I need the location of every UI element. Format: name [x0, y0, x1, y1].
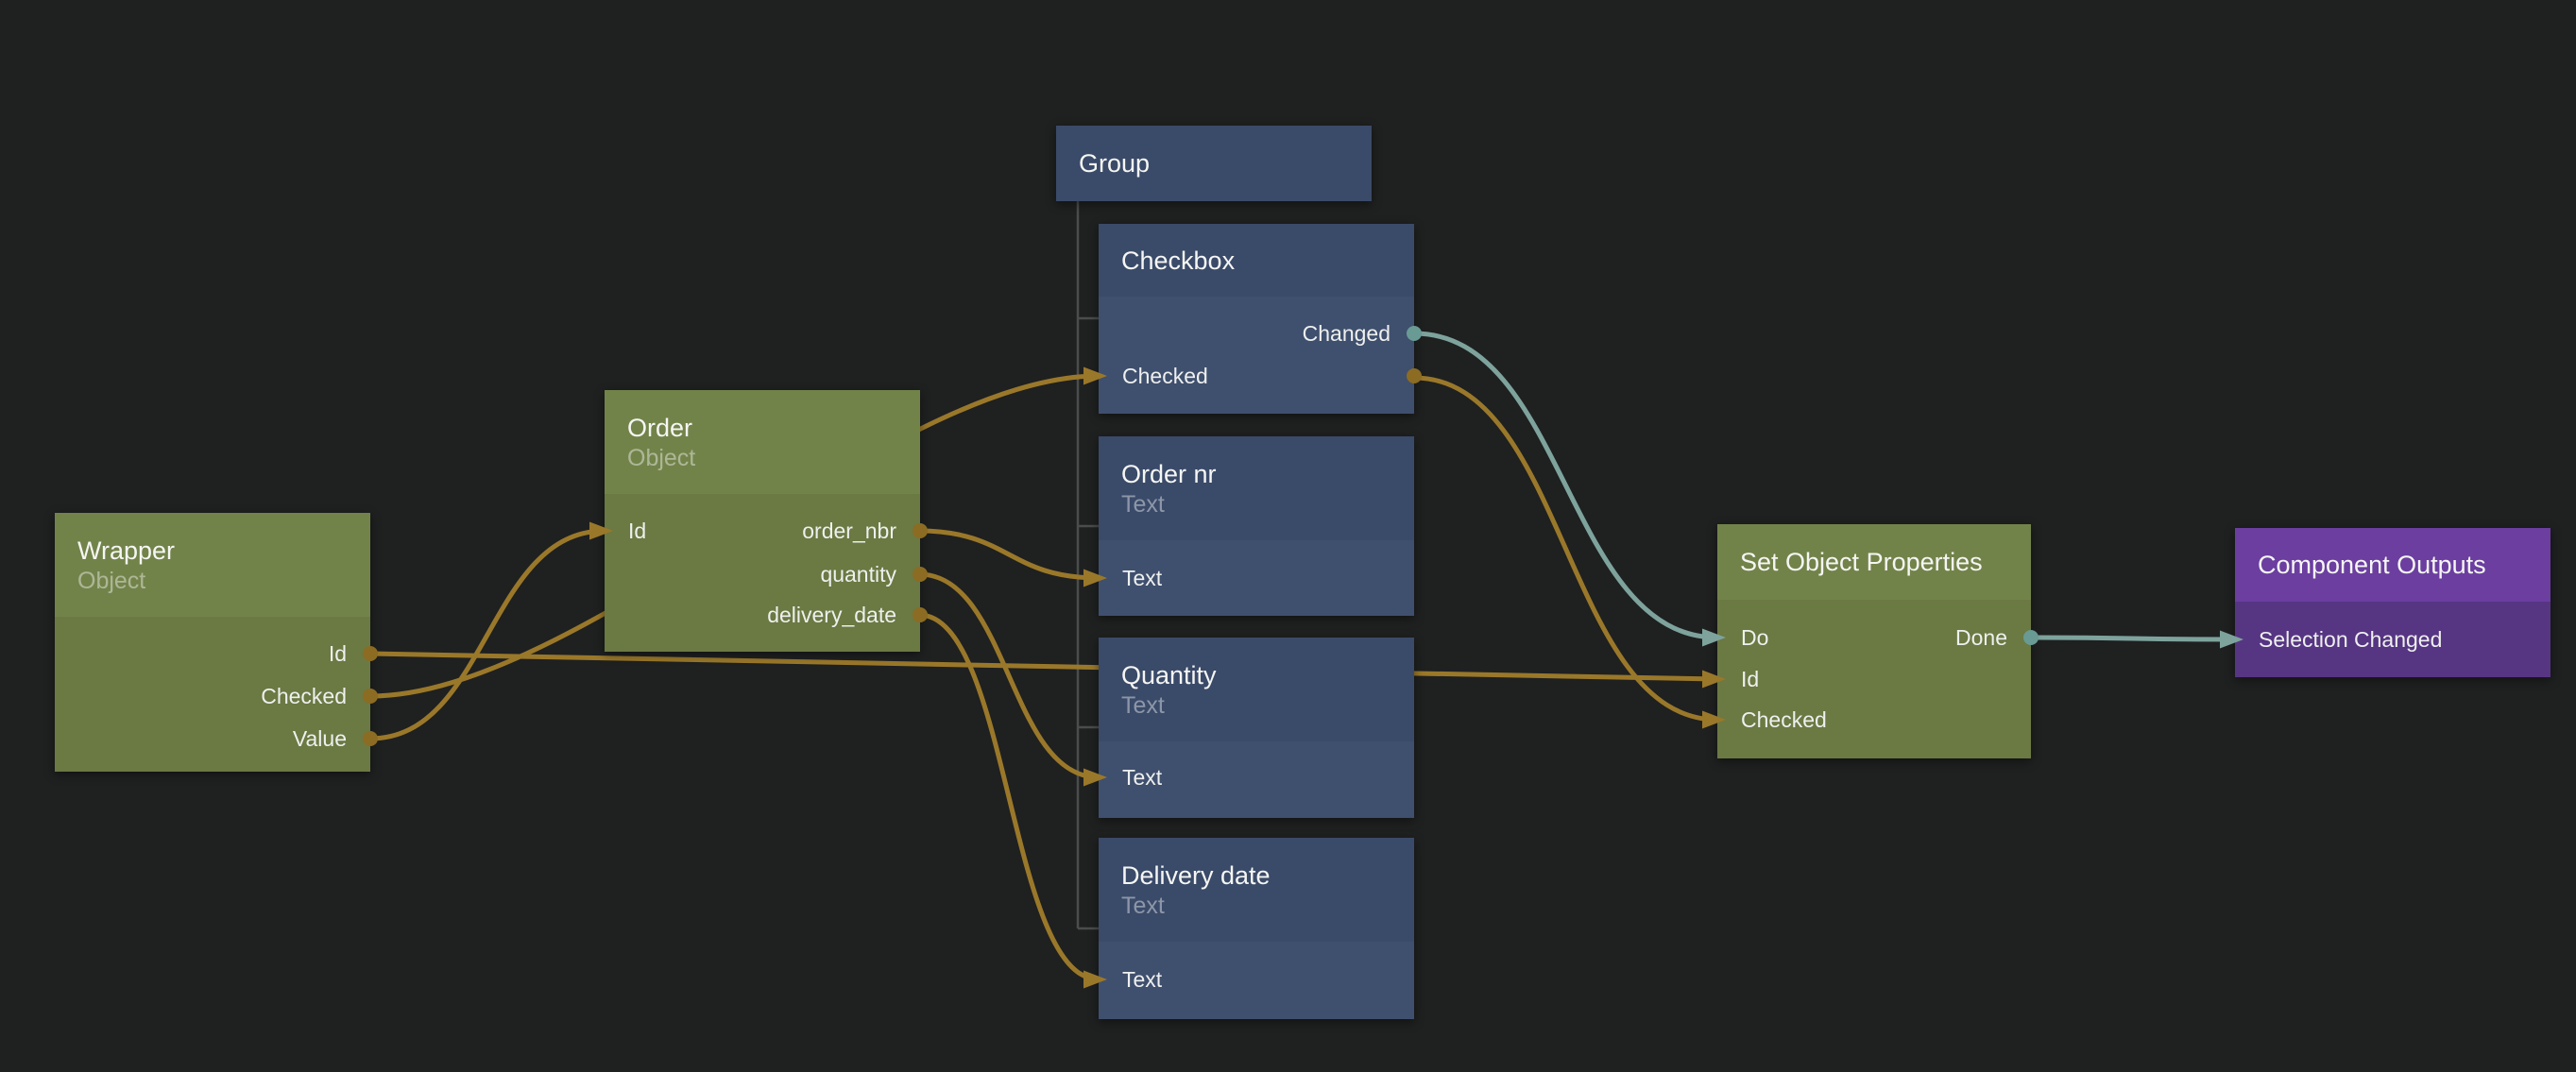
node-group[interactable]: Group	[1056, 126, 1372, 201]
edge-wrapper-value-to-order-id[interactable]	[369, 528, 606, 741]
port-order-id[interactable]: Id	[628, 519, 647, 543]
node-title: Order	[627, 413, 693, 442]
node-subtitle: Text	[1121, 691, 1165, 719]
node-title: Checkbox	[1121, 246, 1236, 275]
node-subtitle: Text	[1121, 490, 1165, 518]
edge-order-deliverydate-to-delivery-text[interactable]	[918, 612, 1100, 982]
port-wrapper-id[interactable]: Id	[328, 641, 347, 666]
node-title: Delivery date	[1121, 860, 1271, 890]
port-set-object-properties-do[interactable]: Do	[1741, 625, 1769, 650]
edge-checkbox-checked-to-sop-checked[interactable]	[1413, 375, 1718, 723]
edge-sop-done-to-componentoutputs[interactable]	[2030, 635, 2236, 642]
port-order-quantity[interactable]: quantity	[820, 562, 896, 587]
node-title: Set Object Properties	[1740, 548, 1983, 576]
port-order-delivery-date[interactable]: delivery_date	[767, 603, 896, 627]
node-title: Quantity	[1121, 660, 1217, 689]
edge-checkbox-changed-to-sop-do[interactable]	[1413, 331, 1718, 640]
port-order-nr-text[interactable]: Text	[1122, 566, 1163, 590]
node-header: Component Outputs	[2235, 528, 2550, 602]
node-header: Checkbox	[1099, 224, 1414, 297]
port-component-outputs-selection-changed[interactable]: Selection Changed	[2259, 627, 2443, 652]
node-header: Set Object Properties	[1717, 524, 2031, 600]
port-checkbox-checked[interactable]: Checked	[1122, 364, 1208, 388]
node-header: Group	[1056, 126, 1372, 201]
port-wrapper-checked[interactable]: Checked	[261, 684, 347, 708]
port-set-object-properties-checked[interactable]: Checked	[1741, 707, 1827, 732]
edge-order-nbr-to-ordernr-text[interactable]	[918, 528, 1100, 581]
node-title: Wrapper	[77, 536, 176, 565]
node-subtitle: Text	[1121, 892, 1165, 919]
port-order-order-nbr[interactable]: order_nbr	[802, 519, 896, 543]
node-title: Group	[1079, 149, 1151, 178]
port-delivery-date-text[interactable]: Text	[1122, 967, 1163, 992]
node-subtitle: Object	[627, 444, 696, 471]
edge-order-quantity-to-quantity-text[interactable]	[918, 571, 1100, 780]
node-title: Component Outputs	[2258, 551, 2486, 579]
edge-wrapper-id-to-sop-id[interactable]	[369, 651, 1718, 682]
port-set-object-properties-id[interactable]: Id	[1741, 667, 1760, 691]
port-quantity-text[interactable]: Text	[1122, 765, 1163, 790]
port-set-object-properties-done[interactable]: Done	[1955, 625, 2007, 650]
node-title: Order nr	[1121, 459, 1217, 488]
node-subtitle: Object	[77, 567, 146, 594]
port-wrapper-value[interactable]: Value	[292, 726, 347, 751]
port-checkbox-changed[interactable]: Changed	[1302, 321, 1390, 346]
